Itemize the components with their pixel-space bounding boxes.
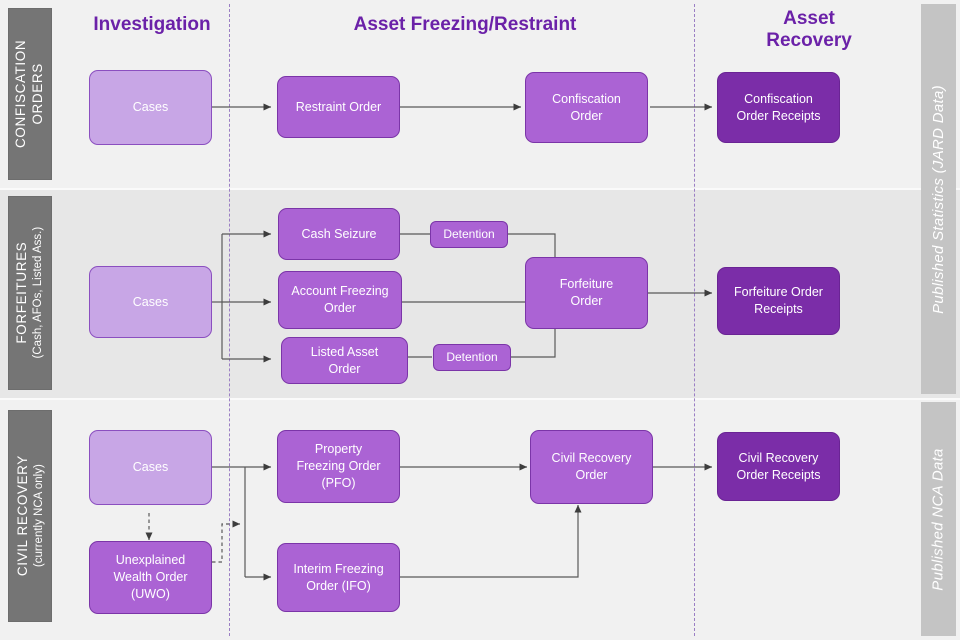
node-uwo-line1: Unexplained [115, 553, 186, 568]
column-header-asset-recovery: Asset Recovery [714, 8, 904, 52]
node-cases-forfeitures[interactable]: Cases [89, 266, 212, 338]
column-header-asset-recovery-line1: Asset [783, 8, 835, 29]
node-civil-recovery-order[interactable]: Civil Recovery Order [530, 430, 653, 504]
node-restraint-order[interactable]: Restraint Order [277, 76, 400, 138]
node-forfeiture-order-receipts[interactable]: Forfeiture Order Receipts [717, 267, 840, 335]
column-header-asset-recovery-line2: Recovery [766, 29, 852, 51]
node-civil-recovery-receipts-line1: Civil Recovery [738, 450, 819, 465]
node-cases-civil-recovery[interactable]: Cases [89, 430, 212, 505]
node-ifo-line1: Interim Freezing [293, 561, 384, 576]
node-account-freezing-line2: Order [324, 301, 356, 315]
column-header-investigation: Investigation [72, 14, 232, 36]
row-label-confiscation-line1: CONFISCATION [13, 39, 29, 149]
node-account-freezing-order[interactable]: Account Freezing Order [278, 271, 402, 329]
node-pfo-line3: (PFO) [321, 475, 356, 490]
row-label-forfeitures: FORFEITURES (Cash, AFOs, Listed Ass.) [8, 196, 52, 390]
node-cases-confiscation-label: Cases [132, 100, 169, 115]
data-source-jard-label: Published Statistics (JARD Data) [930, 84, 947, 314]
node-uwo-line2: Wealth Order [113, 570, 188, 585]
node-civil-recovery-receipts-line2: Order Receipts [736, 467, 821, 482]
node-cases-confiscation[interactable]: Cases [89, 70, 212, 145]
row-label-civil-recovery-subtitle: (currently NCA only) [32, 464, 45, 568]
node-forfeiture-order[interactable]: Forfeiture Order [525, 257, 648, 329]
data-source-jard: Published Statistics (JARD Data) [921, 4, 956, 394]
node-confiscation-order[interactable]: Confiscation Order [525, 72, 648, 143]
node-interim-freezing-order[interactable]: Interim Freezing Order (IFO) [277, 543, 400, 612]
node-forfeiture-receipts-line1: Forfeiture Order [734, 285, 823, 300]
node-listed-asset-line2: Order [328, 361, 361, 376]
node-civil-recovery-order-line1: Civil Recovery [551, 451, 632, 466]
node-forfeiture-receipts-line2: Receipts [754, 302, 803, 316]
column-header-asset-freezing-label: Asset Freezing/Restraint [353, 14, 577, 35]
node-confiscation-receipts-line1: Confiscation [744, 91, 813, 106]
node-detention-bottom[interactable]: Detention [433, 344, 511, 371]
node-pfo-line1: Property [314, 442, 363, 457]
row-label-confiscation-line2: ORDERS [30, 63, 46, 125]
node-cash-seizure-label: Cash Seizure [301, 226, 377, 241]
node-civil-recovery-order-receipts[interactable]: Civil Recovery Order Receipts [717, 432, 840, 501]
node-unexplained-wealth-order[interactable]: Unexplained Wealth Order (UWO) [89, 541, 212, 614]
node-restraint-order-label: Restraint Order [295, 99, 382, 114]
node-cash-seizure[interactable]: Cash Seizure [278, 208, 400, 260]
node-cases-civil-recovery-label: Cases [132, 460, 169, 475]
node-confiscation-receipts-line2: Order Receipts [736, 108, 821, 123]
row-label-forfeitures-subtitle: (Cash, AFOs, Listed Ass.) [32, 227, 45, 359]
node-confiscation-order-line2: Order [570, 108, 603, 123]
column-divider-2 [694, 4, 695, 636]
node-property-freezing-order[interactable]: Property Freezing Order (PFO) [277, 430, 400, 503]
node-listed-asset-line1: Listed Asset [310, 344, 379, 359]
node-listed-asset-order[interactable]: Listed Asset Order [281, 337, 408, 384]
column-divider-1 [229, 4, 230, 636]
node-confiscation-order-receipts[interactable]: Confiscation Order Receipts [717, 72, 840, 143]
row-label-confiscation-orders: CONFISCATION ORDERS [8, 8, 52, 180]
node-forfeiture-order-line2: Order [570, 294, 603, 308]
node-detention-top-label: Detention [443, 227, 495, 242]
node-ifo-line2: Order (IFO) [306, 578, 371, 593]
node-detention-bottom-label: Detention [446, 350, 498, 365]
column-header-investigation-label: Investigation [93, 14, 211, 35]
data-source-nca-label: Published NCA Data [930, 447, 948, 591]
node-pfo-line2: Freezing Order [296, 459, 381, 474]
column-header-asset-freezing: Asset Freezing/Restraint [280, 14, 650, 36]
row-label-civil-recovery-title: CIVIL RECOVERY [14, 455, 30, 577]
node-detention-top[interactable]: Detention [430, 221, 508, 248]
node-account-freezing-line1: Account Freezing [291, 284, 389, 299]
data-source-nca: Published NCA Data [921, 402, 956, 636]
node-uwo-line3: (UWO) [131, 586, 170, 601]
node-confiscation-order-line1: Confiscation [552, 91, 621, 106]
row-label-forfeitures-title: FORFEITURES [14, 242, 30, 344]
row-label-civil-recovery: CIVIL RECOVERY (currently NCA only) [8, 410, 52, 622]
node-civil-recovery-order-line2: Order [575, 468, 608, 482]
node-cases-forfeitures-label: Cases [132, 294, 169, 309]
node-forfeiture-order-line1: Forfeiture [559, 277, 614, 292]
